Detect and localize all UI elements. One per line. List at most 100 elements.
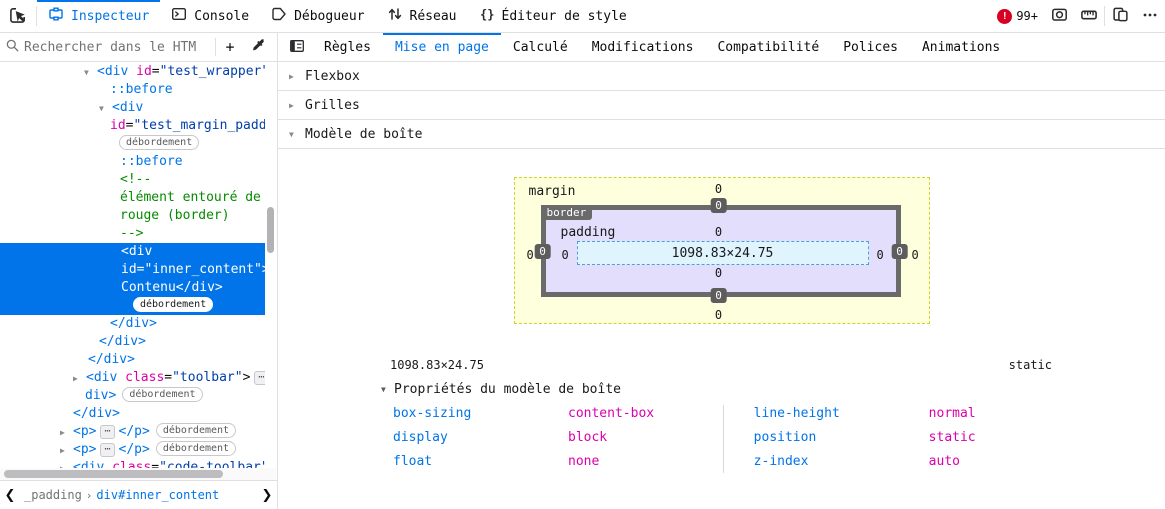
expand-arrow-icon[interactable]: ▶ xyxy=(60,460,73,468)
markup-line[interactable]: ▼<div id="test_wrapper" xyxy=(0,63,265,81)
tab-debogueur[interactable]: Débogueur xyxy=(260,0,375,32)
search-input[interactable] xyxy=(24,39,196,55)
markup-line[interactable]: ▼<div xyxy=(0,99,265,117)
border-right-value[interactable]: 0 xyxy=(891,244,908,259)
breadcrumb-forward-button[interactable]: ❯ xyxy=(257,488,277,503)
responsive-mode-button[interactable] xyxy=(1105,0,1135,32)
property-value[interactable]: content-box xyxy=(568,405,655,421)
markup-line[interactable]: --> xyxy=(0,225,265,243)
property-value[interactable]: static xyxy=(928,429,976,445)
markup-line[interactable]: </div> xyxy=(0,405,265,423)
expand-ellipsis-button[interactable]: ⋯ xyxy=(254,371,265,385)
breadcrumb-item-current[interactable]: div#inner_content xyxy=(92,488,223,502)
tab-editeur-de-style[interactable]: {} Éditeur de style xyxy=(468,0,638,32)
overflow-badge[interactable]: débordement xyxy=(122,387,203,402)
tab-calcule[interactable]: Calculé xyxy=(501,33,580,61)
inspector-toolbar-row: + Règles Mise en page Calculé Modificati… xyxy=(0,33,1165,62)
tab-reseau[interactable]: Réseau xyxy=(376,0,468,32)
tab-mise-en-page[interactable]: Mise en page xyxy=(382,33,501,61)
breadcrumb-item-prev[interactable]: _padding xyxy=(20,488,86,502)
tab-modifications[interactable]: Modifications xyxy=(580,33,706,61)
expand-arrow-icon[interactable]: ▶ xyxy=(60,446,65,455)
markup-line-selected[interactable]: id="inner_content"> xyxy=(0,261,265,279)
property-value[interactable]: block xyxy=(568,429,608,445)
markup-line[interactable]: </div> xyxy=(0,351,265,369)
margin-right-value[interactable]: 0 xyxy=(911,248,919,262)
tab-regles[interactable]: Règles xyxy=(312,33,383,61)
overflow-badge[interactable]: débordement xyxy=(133,297,214,312)
property-name[interactable]: position xyxy=(753,429,817,445)
tab-polices[interactable]: Polices xyxy=(831,33,910,61)
margin-bottom-value[interactable]: 0 xyxy=(714,308,723,322)
horizontal-scrollbar-thumb[interactable] xyxy=(4,470,223,478)
overflow-badge[interactable]: débordement xyxy=(155,441,237,456)
markup-line[interactable]: id="test_margin_padd xyxy=(0,117,265,135)
property-value[interactable]: normal xyxy=(928,405,976,421)
breadcrumb-back-button[interactable]: ❮ xyxy=(0,488,20,503)
markup-line[interactable]: </div> xyxy=(0,333,265,351)
markup-line[interactable]: ::before xyxy=(0,153,265,171)
expand-arrow-icon[interactable]: ▶ xyxy=(73,374,78,383)
markup-line[interactable]: débordement xyxy=(0,135,265,153)
box-model-properties-header[interactable]: ▼ Propriétés du modèle de boîte xyxy=(278,382,1165,397)
margin-left-value[interactable]: 0 xyxy=(526,248,534,262)
markup-line[interactable]: rouge (border) xyxy=(0,207,265,225)
collapse-arrow-icon[interactable]: ▼ xyxy=(99,104,104,113)
markup-line-selected[interactable]: Contenu</div> xyxy=(0,279,265,297)
overflow-badge[interactable]: débordement xyxy=(119,135,200,150)
devtools-menu-button[interactable] xyxy=(1135,0,1165,32)
tab-animations[interactable]: Animations xyxy=(910,33,1012,61)
border-bottom-value[interactable]: 0 xyxy=(710,288,727,303)
border-label: border xyxy=(540,205,593,220)
horizontal-scrollbar[interactable] xyxy=(0,468,276,480)
tab-inspecteur[interactable]: Inspecteur xyxy=(37,0,161,32)
property-name[interactable]: z-index xyxy=(753,453,809,469)
markup-line[interactable]: ▶<p>⋯</p>débordement xyxy=(0,423,265,441)
expand-ellipsis-button[interactable]: ⋯ xyxy=(100,443,115,457)
markup-line-selected[interactable]: débordement xyxy=(0,297,265,315)
error-count-button[interactable]: ! 99+ xyxy=(991,0,1044,32)
expand-ellipsis-button[interactable]: ⋯ xyxy=(100,425,115,439)
overflow-badge[interactable]: débordement xyxy=(155,423,237,438)
eyedropper-button[interactable] xyxy=(244,33,272,61)
padding-top-value[interactable]: 0 xyxy=(714,225,723,239)
section-flexbox[interactable]: ▶ Flexbox xyxy=(278,62,1165,91)
padding-bottom-value[interactable]: 0 xyxy=(714,266,723,280)
toggle-3pane-button[interactable] xyxy=(282,33,312,61)
add-node-button[interactable]: + xyxy=(216,33,244,61)
vertical-scrollbar-thumb[interactable] xyxy=(267,207,274,253)
collapse-arrow-icon[interactable]: ▼ xyxy=(84,68,89,77)
markup-line[interactable]: ▶<div class="code-toolbar" xyxy=(0,459,265,468)
padding-right-value[interactable]: 0 xyxy=(876,248,884,262)
markup-line[interactable]: ::before xyxy=(0,81,265,99)
expand-arrow-icon[interactable]: ▶ xyxy=(60,428,65,437)
border-top-value[interactable]: 0 xyxy=(710,198,727,213)
property-value[interactable]: auto xyxy=(928,453,960,469)
markup-line-selected[interactable]: <div xyxy=(0,243,265,261)
rulers-button[interactable] xyxy=(1074,0,1104,32)
border-left-value[interactable]: 0 xyxy=(534,244,551,259)
section-grilles[interactable]: ▶ Grilles xyxy=(278,91,1165,120)
node-picker-button[interactable] xyxy=(0,0,36,32)
box-model-diagram[interactable]: margin border padding 1098.83×24.75 0 0 … xyxy=(513,177,930,324)
box-model-content-box[interactable]: 1098.83×24.75 xyxy=(576,241,869,265)
tab-console[interactable]: Console xyxy=(160,0,260,32)
markup-line[interactable]: ▶<div class="toolbar">⋯ xyxy=(0,369,265,387)
section-modele-de-boite[interactable]: ▼ Modèle de boîte xyxy=(278,120,1165,149)
margin-top-value[interactable]: 0 xyxy=(714,182,723,196)
markup-line[interactable]: </div> xyxy=(0,315,265,333)
property-name[interactable]: line-height xyxy=(753,405,840,421)
console-icon xyxy=(171,6,187,26)
markup-line[interactable]: ▶<p>⋯</p>débordement xyxy=(0,441,265,459)
property-name[interactable]: box-sizing xyxy=(393,405,472,421)
padding-left-value[interactable]: 0 xyxy=(561,248,569,262)
markup-line[interactable]: élément entouré de xyxy=(0,189,265,207)
markup-line[interactable]: <!-- xyxy=(0,171,265,189)
property-value[interactable]: none xyxy=(568,453,600,469)
screenshot-button[interactable] xyxy=(1044,0,1074,32)
tab-compatibilite[interactable]: Compatibilité xyxy=(705,33,831,61)
markup-line[interactable]: div>débordement xyxy=(0,387,265,405)
property-name[interactable]: float xyxy=(393,453,433,469)
property-name[interactable]: display xyxy=(393,429,448,445)
